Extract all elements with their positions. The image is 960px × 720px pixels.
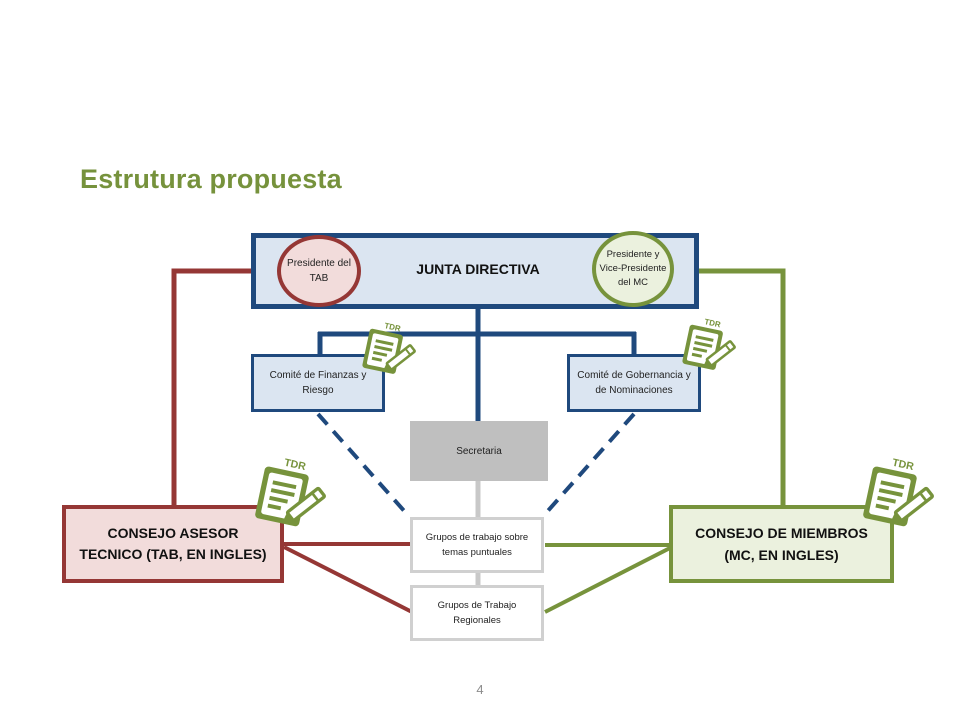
grupos-temas-box: Grupos de trabajo sobre temas puntuales xyxy=(410,517,544,573)
comite-finanzas-label: Comité de Finanzas y Riesgo xyxy=(269,370,367,396)
tdr-document-pencil-icon: TDR xyxy=(863,457,934,527)
secretaria-label: Secretaria xyxy=(456,445,502,457)
tdr-document-pencil-icon: TDR xyxy=(682,317,736,370)
tdr-document-pencil-icon: TDR xyxy=(362,321,416,374)
tab-to-grupos-regionales xyxy=(283,545,413,614)
page-number: 4 xyxy=(476,682,484,697)
consejo-miembros-label: CONSEJO DE MIEMBROS (MC, EN INGLES) xyxy=(695,525,868,563)
grupos-regionales-label: Grupos de Trabajo Regionales xyxy=(437,600,517,626)
presidente-tab-label: Presidente del TAB xyxy=(287,258,351,284)
tdr-document-pencil-icon: TDR xyxy=(255,457,326,527)
consejo-asesor-label: CONSEJO ASESOR TECNICO (TAB, EN INGLES) xyxy=(79,525,267,562)
presidente-tab-circle: Presidente del TAB xyxy=(277,235,361,307)
tdr-label: TDR xyxy=(283,457,307,473)
comite-finanzas-box: Comité de Finanzas y Riesgo xyxy=(251,354,385,412)
page-title: Estrutura propuesta xyxy=(80,164,342,194)
tdr-label: TDR xyxy=(384,321,402,333)
comite-gobernancia-box: Comité de Gobernancia y de Nominaciones xyxy=(567,354,701,412)
tab-connector xyxy=(171,268,278,507)
consejo-miembros-box: CONSEJO DE MIEMBROS (MC, EN INGLES) xyxy=(669,505,894,583)
comite-gobernancia-label: Comité de Gobernancia y de Nominaciones xyxy=(577,370,691,396)
dash-gobernancia xyxy=(544,412,636,515)
tdr-label: TDR xyxy=(891,457,915,473)
grupos-regionales-box: Grupos de Trabajo Regionales xyxy=(410,585,544,641)
mc-connector xyxy=(672,268,786,507)
secretaria-box: Secretaria xyxy=(410,421,548,481)
presidente-mc-circle: Presidente y Vice-Presidente del MC xyxy=(592,231,674,307)
presidente-mc-label: Presidente y Vice-Presidente del MC xyxy=(599,249,667,288)
tdr-label: TDR xyxy=(704,317,722,329)
grupos-temas-label: Grupos de trabajo sobre temas puntuales xyxy=(425,532,529,558)
consejo-asesor-box: CONSEJO ASESOR TECNICO (TAB, EN INGLES) xyxy=(62,505,284,583)
mc-to-grupos-regionales xyxy=(544,546,671,614)
junta-directiva-label: JUNTA DIRECTIVA xyxy=(416,261,540,277)
